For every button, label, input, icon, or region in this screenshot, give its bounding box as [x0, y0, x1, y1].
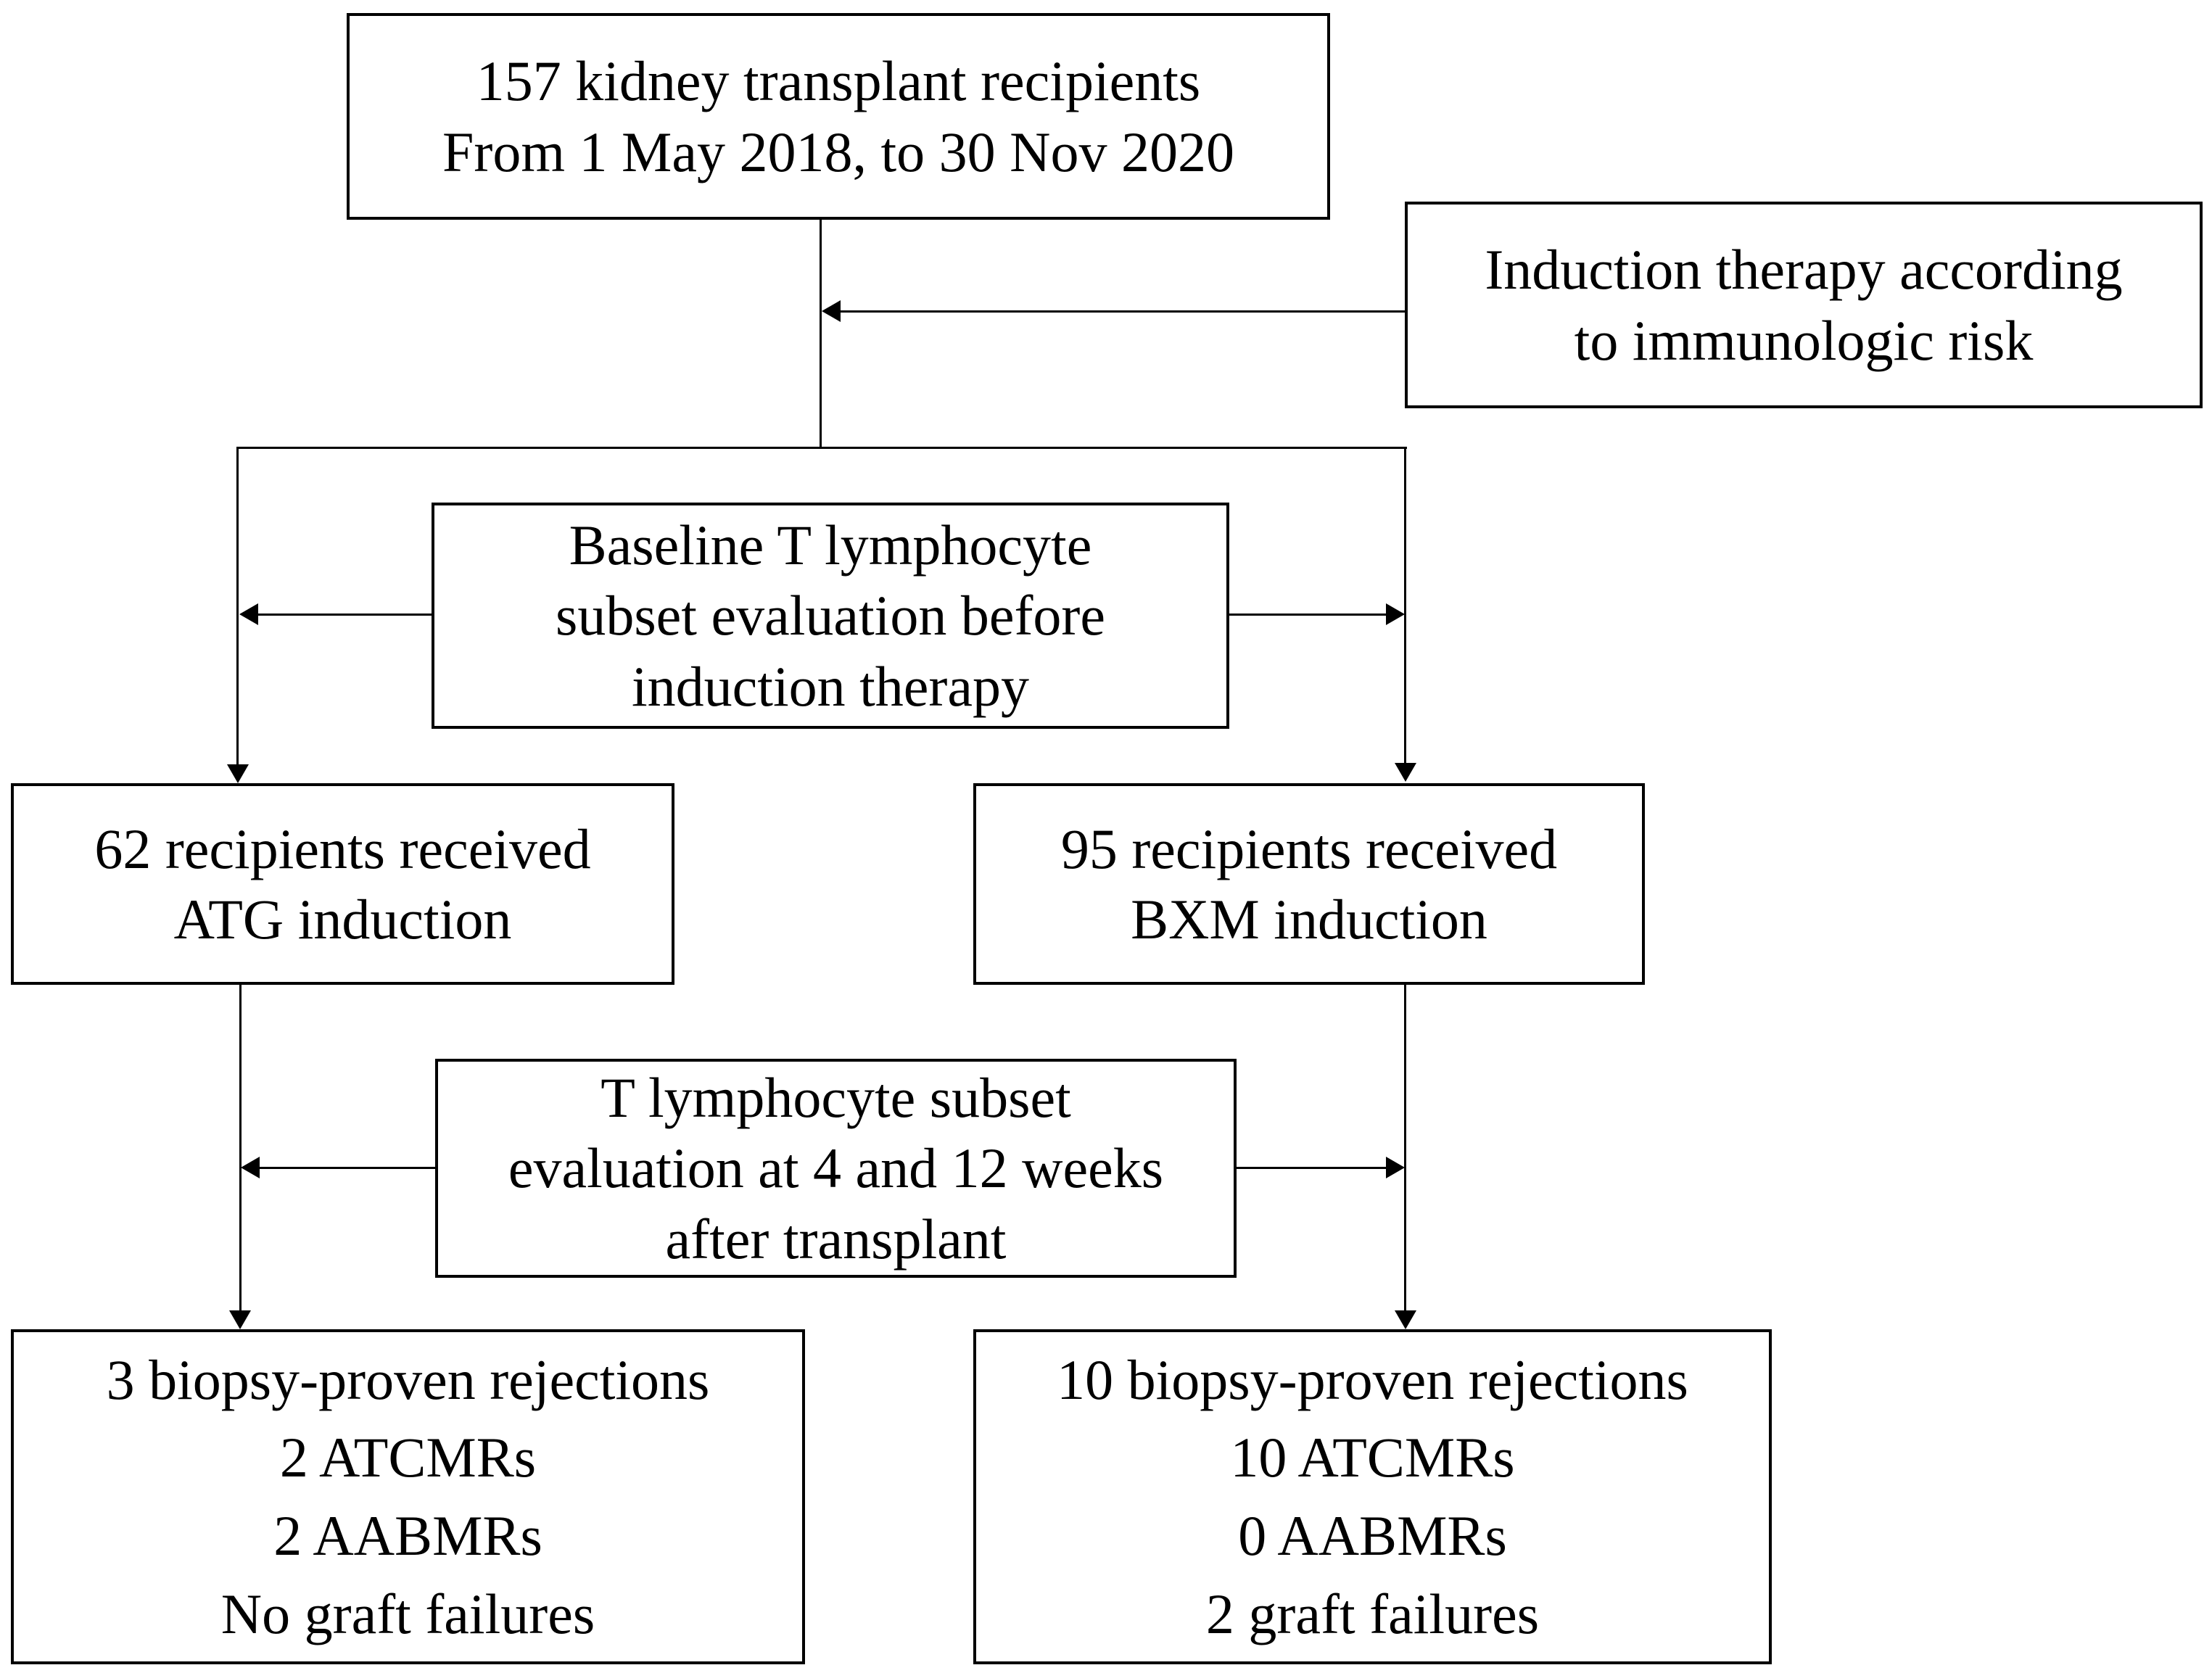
- node-induction-therapy: Induction therapy according to immunolog…: [1405, 202, 2203, 408]
- connector-top-vertical: [820, 217, 822, 449]
- node-atg-outcomes: 3 biopsy-proven rejections 2 ATCMRs 2 AA…: [11, 1329, 805, 1664]
- node-atg-induction-line1: 62 recipients received: [94, 817, 591, 880]
- node-bxm-induction-line1: 95 recipients received: [1060, 817, 1558, 880]
- node-bxm-outcomes-line1: 10 biopsy-proven rejections: [1057, 1347, 1688, 1411]
- node-atg-outcomes-line1: 3 biopsy-proven rejections: [106, 1347, 710, 1411]
- arrowhead-into-bxm-outcomes: [1395, 1310, 1416, 1329]
- connector-left-vertical-upper: [236, 447, 239, 764]
- arrowhead-induction-to-center: [822, 300, 841, 322]
- node-followup-evaluation-line3: after transplant: [665, 1207, 1007, 1271]
- connector-baseline-right-horizontal: [1229, 614, 1386, 616]
- arrowhead-into-atg-outcomes: [229, 1310, 251, 1329]
- node-baseline-evaluation-line3: induction therapy: [631, 654, 1030, 718]
- node-atg-outcomes-line3: 2 AABMRs: [273, 1504, 542, 1567]
- node-baseline-evaluation-line1: Baseline T lymphocyte: [569, 513, 1092, 577]
- node-followup-evaluation: T lymphocyte subset evaluation at 4 and …: [435, 1059, 1237, 1278]
- node-total-recipients-line1: 157 kidney transplant recipients: [476, 49, 1201, 112]
- node-bxm-outcomes-line4: 2 graft failures: [1205, 1582, 1540, 1645]
- arrowhead-followup-right: [1386, 1157, 1405, 1178]
- node-baseline-evaluation-line2: subset evaluation before: [555, 584, 1106, 648]
- arrowhead-baseline-left: [239, 603, 258, 625]
- arrowhead-baseline-right: [1386, 603, 1405, 625]
- node-followup-evaluation-line1: T lymphocyte subset: [601, 1065, 1071, 1129]
- connector-followup-left-horizontal: [260, 1167, 435, 1169]
- arrowhead-followup-left: [241, 1157, 260, 1178]
- node-bxm-outcomes-line3: 0 AABMRs: [1238, 1504, 1507, 1567]
- connector-right-vertical-lower: [1404, 985, 1406, 1310]
- node-bxm-induction: 95 recipients received BXM induction: [973, 783, 1645, 985]
- node-bxm-outcomes: 10 biopsy-proven rejections 10 ATCMRs 0 …: [973, 1329, 1772, 1664]
- connector-branch-horizontal: [236, 447, 1407, 449]
- node-followup-evaluation-line2: evaluation at 4 and 12 weeks: [508, 1136, 1164, 1200]
- arrowhead-into-bxm-box: [1395, 763, 1416, 782]
- node-atg-outcomes-line4: No graft failures: [220, 1582, 595, 1645]
- node-total-recipients-line2: From 1 May 2018, to 30 Nov 2020: [442, 120, 1234, 183]
- node-induction-therapy-line2: to immunologic risk: [1574, 308, 2034, 372]
- connector-baseline-left-horizontal: [258, 614, 433, 616]
- node-induction-therapy-line1: Induction therapy according: [1485, 238, 2123, 301]
- node-bxm-induction-line2: BXM induction: [1131, 888, 1487, 951]
- connector-right-vertical-upper: [1404, 447, 1406, 763]
- node-baseline-evaluation: Baseline T lymphocyte subset evaluation …: [432, 503, 1229, 729]
- node-atg-induction: 62 recipients received ATG induction: [11, 783, 674, 985]
- node-total-recipients: 157 kidney transplant recipients From 1 …: [347, 13, 1330, 220]
- connector-left-vertical-lower: [239, 985, 242, 1310]
- arrowhead-into-atg-box: [227, 764, 249, 783]
- node-bxm-outcomes-line2: 10 ATCMRs: [1230, 1426, 1515, 1490]
- connector-followup-right-horizontal: [1237, 1167, 1386, 1169]
- node-atg-outcomes-line2: 2 ATCMRs: [279, 1426, 537, 1490]
- connector-induction-horizontal: [839, 310, 1405, 313]
- node-atg-induction-line2: ATG induction: [173, 888, 512, 951]
